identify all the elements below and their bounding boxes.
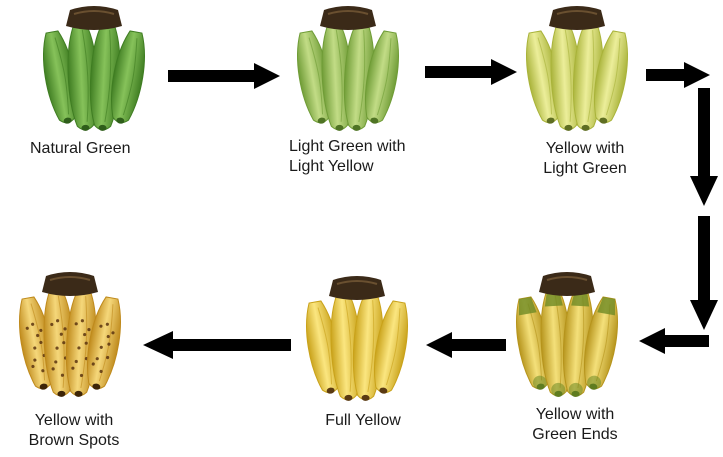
banana-bunch-image <box>516 272 618 397</box>
stage-label: Yellow with Light Green <box>520 139 650 179</box>
stage-label-line-1: Full Yellow <box>325 412 401 429</box>
banana-bunch-image <box>43 6 145 131</box>
banana-bunch-image <box>526 6 628 131</box>
stage-label-line-2: Light Green <box>543 160 627 177</box>
arrow-down-1 <box>690 88 718 206</box>
stage-label: Light Green with Light Yellow <box>289 137 406 177</box>
stage-label: Yellow with Green Ends <box>510 405 640 445</box>
banana-finger <box>584 296 618 390</box>
stage-label-line-1: Yellow with <box>34 412 114 429</box>
stage-label: Yellow with Brown Spots <box>6 411 142 451</box>
arrow-right-3 <box>646 62 710 88</box>
arrow-down-2 <box>690 216 718 330</box>
banana-finger <box>550 23 582 131</box>
stage-label-line-1: Yellow with <box>535 406 615 423</box>
banana-finger <box>111 30 145 124</box>
stage-label: Full Yellow <box>298 411 428 431</box>
arrow-left-2 <box>426 332 506 358</box>
banana-finger <box>365 30 399 124</box>
stage-label-line-2: Brown Spots <box>28 432 120 449</box>
banana-finger <box>43 289 75 397</box>
stage-label-line-2: Light Yellow <box>289 158 374 175</box>
banana-finger <box>374 300 408 394</box>
arrow-right-1 <box>168 63 280 89</box>
banana-bunch-image <box>297 6 399 131</box>
stage-label: Natural Green <box>30 139 131 159</box>
banana-finger <box>87 296 121 390</box>
arrow-left-3 <box>143 331 291 359</box>
arrow-left-1 <box>639 328 709 354</box>
stage-label-line-1: Yellow with <box>545 140 625 157</box>
arrow-right-2 <box>425 59 517 85</box>
banana-finger <box>594 30 628 124</box>
banana-bunch-image <box>19 272 121 397</box>
banana-finger <box>330 293 362 401</box>
stage-label-line-1: Light Green with <box>289 138 406 155</box>
stage-label-line-2: Green Ends <box>532 426 618 443</box>
stage-label-line-1: Natural Green <box>30 140 131 157</box>
banana-bunch-image <box>306 276 408 401</box>
